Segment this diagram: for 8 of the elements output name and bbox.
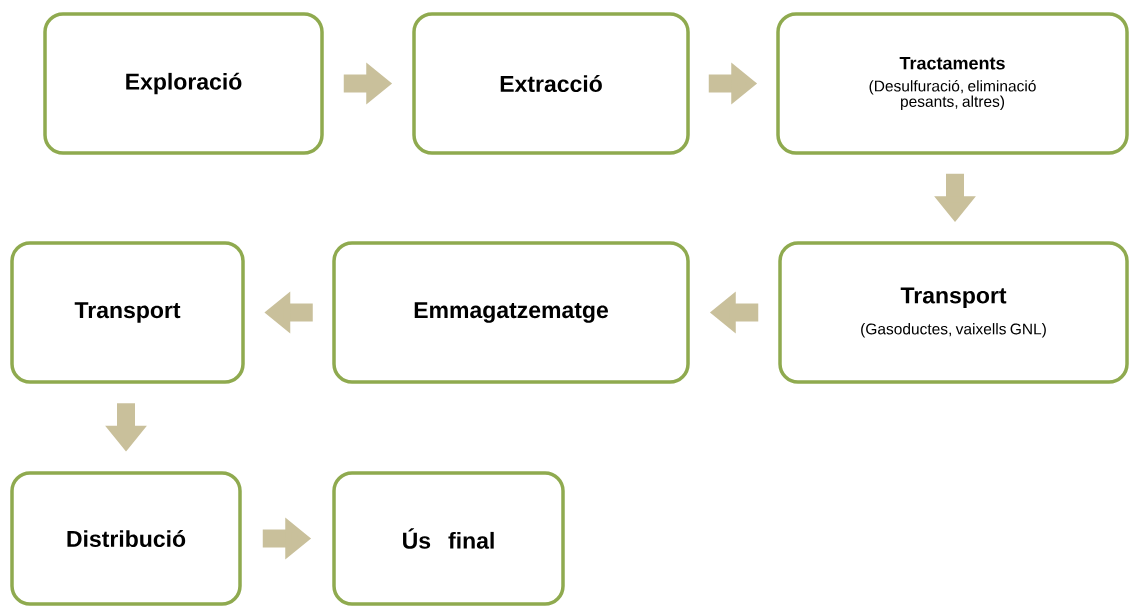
process-box: Distribució [10,471,242,606]
process-box: Emmagatzematge [332,241,690,384]
process-box: Exploració [43,12,324,155]
process-box: Transport (Gasoductes, vaixells GNL) [778,241,1129,384]
process-box: Transport [10,241,245,384]
process-box: Ús final [332,471,565,606]
process-box: Tractaments (Desulfuració, eliminació pesants, altres) [776,12,1129,155]
process-box: Extracció [412,12,690,155]
